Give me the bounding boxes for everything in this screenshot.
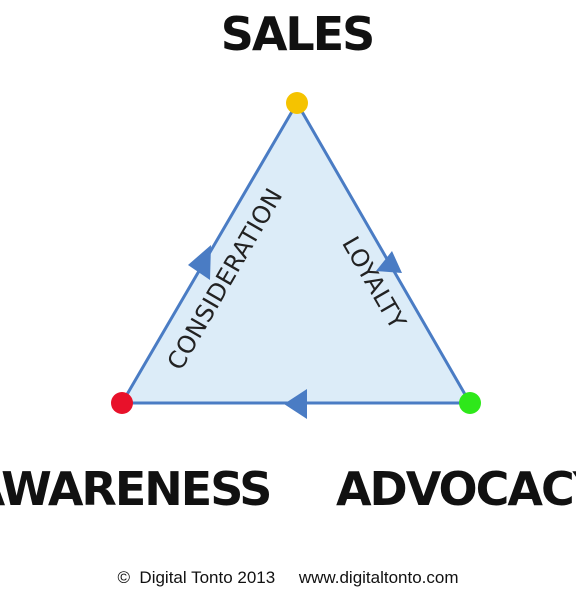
sales-dot [286,92,308,114]
copyright-text: © Digital Tonto 2013 [117,568,276,587]
advocacy-to-awareness-arrow-icon [284,389,307,419]
consideration-arrow-icon [188,245,211,280]
advocacy-dot [459,392,481,414]
website-url: www.digitaltonto.com [298,568,459,587]
sales-label: SALES [221,7,374,61]
loyalty-arrow-icon [376,251,402,273]
awareness-dot [111,392,133,414]
footer: © Digital Tonto 2013 www.digitaltonto.co… [0,568,576,588]
awareness-label: AWARENESS [0,462,270,516]
advocacy-label: ADVOCACY [336,462,576,516]
